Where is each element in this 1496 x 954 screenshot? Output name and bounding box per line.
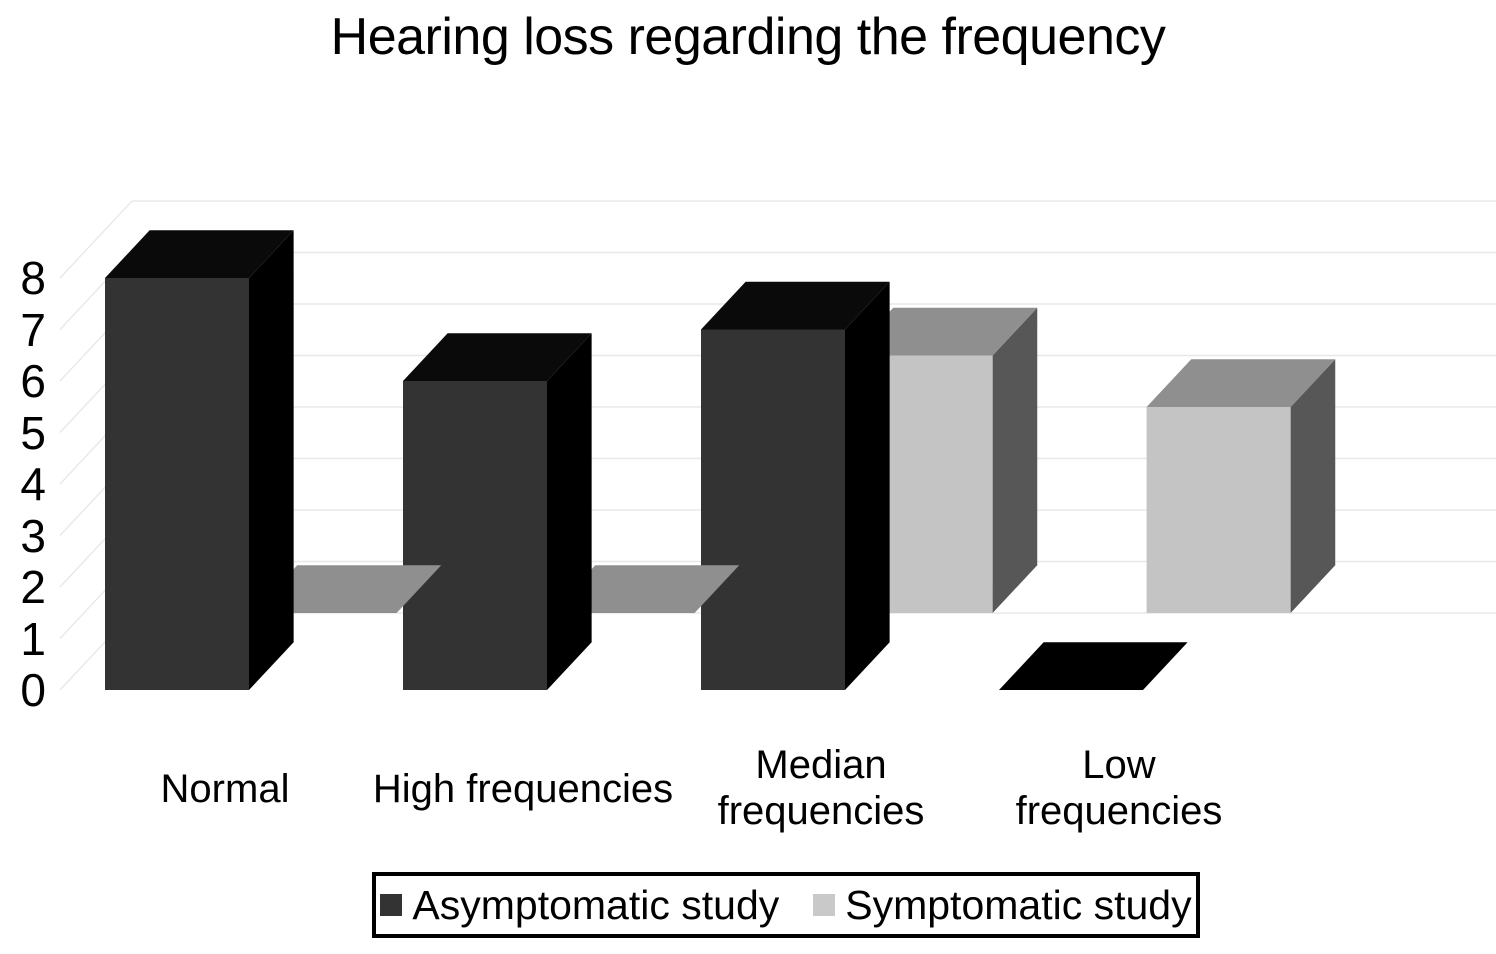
bar-front-face	[701, 329, 845, 690]
bar-1-asymptomatic	[105, 230, 294, 690]
legend-label: Asymptomatic study	[412, 882, 780, 928]
chart-legend: Asymptomatic study Symptomatic study	[372, 872, 1200, 938]
y-tick-label-1: 1	[20, 612, 46, 665]
bar-side-face	[249, 230, 294, 690]
bar-side-face	[1290, 359, 1336, 613]
legend-entry-1[interactable]: Asymptomatic study	[380, 882, 779, 928]
x-axis-label-line: frequencies	[717, 789, 925, 833]
bar-zero-marker	[252, 565, 442, 613]
bar-side-face	[992, 307, 1038, 613]
bar-top-face	[403, 333, 592, 381]
x-axis-label-2: High frequencies	[333, 766, 713, 812]
bars	[105, 230, 1336, 690]
legend-swatch-icon	[813, 894, 836, 916]
x-axis-label-line: frequencies	[1015, 789, 1223, 833]
bar-4-symptomatic	[1146, 359, 1336, 613]
bar-side-face	[845, 281, 890, 690]
x-axis-label-line: Normal	[160, 767, 290, 811]
bar-top-face	[701, 281, 890, 330]
y-tick-label-3: 3	[20, 509, 46, 562]
bar-2-symptomatic	[550, 565, 740, 613]
y-tick-label-6: 6	[20, 355, 46, 407]
y-tick-label-5: 5	[20, 406, 46, 459]
x-axis-label-1: Normal	[35, 766, 415, 812]
bar-front-face	[1146, 407, 1291, 613]
bar-zero-marker	[550, 565, 740, 613]
bar-zero-marker	[999, 642, 1188, 690]
x-axis-label-line: Median	[755, 743, 887, 787]
legend-label: Symptomatic study	[845, 882, 1192, 928]
bar-side-face	[547, 333, 592, 690]
y-tick-label-0: 0	[20, 664, 46, 716]
y-tick-label-7: 7	[20, 303, 46, 356]
y-tick-label-2: 2	[20, 561, 46, 613]
bar-3-asymptomatic	[701, 281, 890, 690]
x-axis-label-line: Low	[1082, 743, 1156, 787]
bar-front-face	[403, 381, 547, 690]
plot-canvas	[59, 200, 1496, 691]
chart-title: Hearing loss regarding the frequency	[330, 8, 1166, 66]
bar-2-asymptomatic	[403, 333, 592, 690]
gridline-depth-8	[59, 200, 133, 279]
legend-swatch-icon	[380, 894, 403, 916]
bar-top-face	[105, 230, 294, 278]
bar-4-asymptomatic	[999, 642, 1188, 690]
y-tick-label-8: 8	[20, 252, 46, 304]
bar-top-face	[1146, 359, 1336, 407]
x-axis-label-line: High frequencies	[372, 767, 674, 811]
bar-top-face	[848, 307, 1038, 356]
bar-front-face	[105, 278, 249, 690]
y-tick-label-4: 4	[20, 458, 46, 510]
bar-1-symptomatic	[252, 565, 442, 613]
legend-entry-2[interactable]: Symptomatic study	[813, 882, 1192, 928]
